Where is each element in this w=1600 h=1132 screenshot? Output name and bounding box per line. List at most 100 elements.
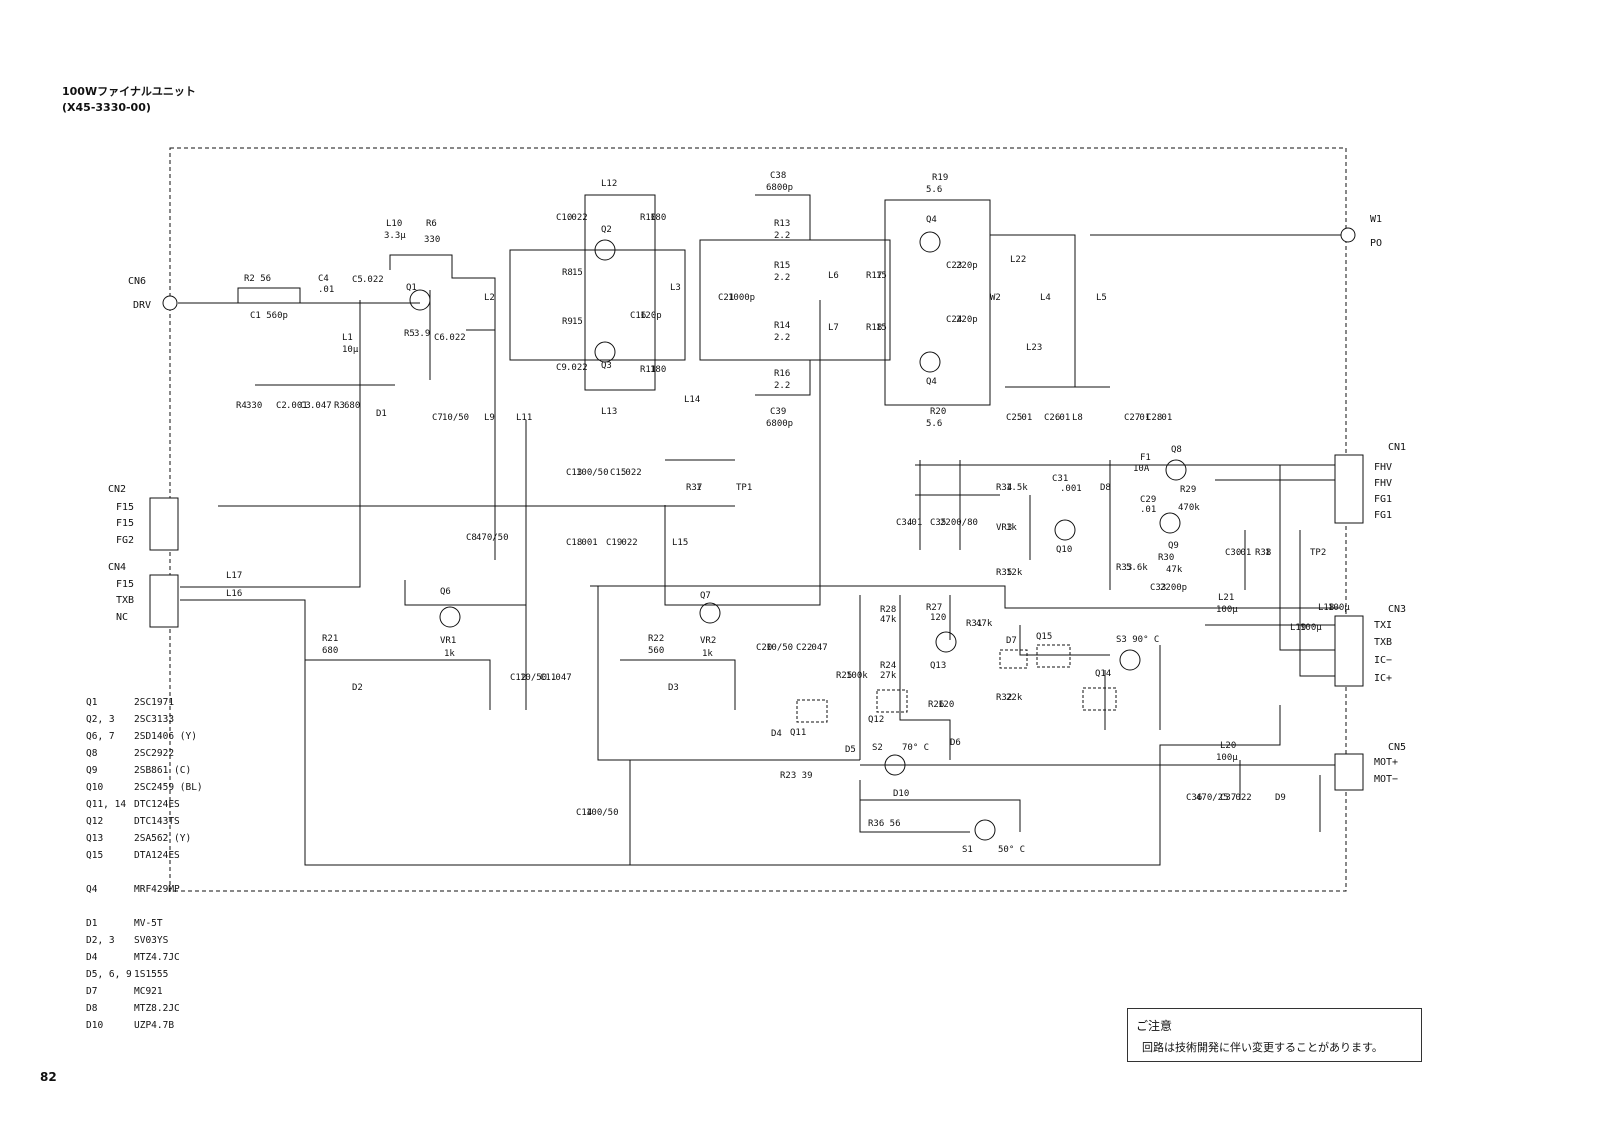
component-label: .047	[806, 643, 828, 653]
component-label: R14	[774, 321, 790, 331]
component-label: F1	[1140, 453, 1151, 463]
component-label: Q3	[601, 361, 612, 371]
component-label: 100k	[846, 671, 868, 681]
component-label: L5	[1096, 293, 1107, 303]
component-label: L3	[670, 283, 681, 293]
component-label: 2200p	[1160, 583, 1187, 593]
component-label: L4	[1040, 293, 1051, 303]
component-label: C15	[610, 468, 626, 478]
component-label: R29	[1180, 485, 1196, 495]
q10-symbol	[1054, 519, 1076, 541]
component-label: 120p	[640, 311, 662, 321]
component-label: C7	[432, 413, 443, 423]
component-label: 330	[424, 235, 440, 245]
cn5-label: CN5	[1388, 742, 1406, 753]
wiring	[169, 147, 1347, 892]
component-label: R19	[932, 173, 948, 183]
component-label: R11	[640, 365, 656, 375]
unit-outline	[169, 147, 1347, 892]
component-label: D7	[1006, 636, 1017, 646]
part-ref: Q4	[86, 884, 98, 895]
component-label: Q15	[1036, 632, 1052, 642]
q13-symbol	[935, 631, 957, 653]
part-ref: D7	[86, 986, 98, 997]
cn5-pin-2: MOT−	[1374, 774, 1398, 785]
part-number: DTC124ES	[134, 799, 180, 810]
parts-list-row	[86, 898, 203, 915]
component-label: C21	[718, 293, 734, 303]
part-ref: D8	[86, 1003, 98, 1014]
cn1-label: CN1	[1388, 442, 1406, 453]
component-label: R22	[648, 634, 664, 644]
cn1-pin-4: FG1	[1374, 510, 1392, 521]
component-label: Q12	[868, 715, 884, 725]
component-label: .01	[906, 518, 922, 528]
component-label: L15	[672, 538, 688, 548]
part-ref: Q1	[86, 697, 98, 708]
parts-list-row: D7 MC921	[86, 983, 203, 1000]
component-label: Q2	[601, 225, 612, 235]
component-label: R8	[562, 268, 573, 278]
component-label: 220p	[956, 261, 978, 271]
part-number: UZP4.7B	[134, 1020, 175, 1031]
component-label: .022	[444, 333, 466, 343]
q14-symbol	[1082, 687, 1117, 711]
component-label: C28	[1146, 413, 1162, 423]
component-label: D5	[845, 745, 856, 755]
component-label: S3 90° C	[1116, 635, 1159, 645]
cn1-pin-3: FG1	[1374, 494, 1392, 505]
part-number: 2SC3133	[134, 714, 175, 725]
component-label: C9	[556, 363, 567, 373]
component-label: S1	[962, 845, 973, 855]
part-number: 2SC2459 (BL)	[134, 782, 203, 793]
component-label: R32	[996, 693, 1012, 703]
s1-symbol	[974, 819, 996, 841]
component-label: C23	[946, 261, 962, 271]
component-label: C33	[1150, 583, 1166, 593]
component-label: R31	[966, 619, 982, 629]
connector-shapes	[149, 227, 1364, 791]
component-label: 6800p	[766, 183, 793, 193]
component-label: C13	[566, 468, 582, 478]
component-label: 120	[938, 700, 954, 710]
component-label: Q4	[926, 215, 937, 225]
component-label: 1000p	[728, 293, 755, 303]
component-label: Q7	[700, 591, 711, 601]
component-label: .001	[1060, 484, 1082, 494]
component-label: C8	[466, 533, 477, 543]
q4-top-symbol	[919, 231, 941, 253]
title-line-1: 100Wファイナルユニット	[62, 85, 196, 98]
component-label: 47k	[1166, 565, 1183, 575]
q6-symbol	[439, 606, 461, 628]
part-number: MC921	[134, 986, 163, 997]
component-label: VR1	[440, 636, 456, 646]
labels: CN6 DRV W1 PO CN1 FHV FHV FG1 FG1 CN2 F1…	[108, 214, 1406, 785]
component-label: TP1	[736, 483, 752, 493]
component-label: 180	[650, 365, 666, 375]
component-label: 100/50	[586, 808, 619, 818]
component-label: 3.3μ	[384, 231, 406, 241]
component-label: L8	[1072, 413, 1083, 423]
component-label: L18	[1318, 603, 1334, 613]
part-ref: Q13	[86, 833, 104, 844]
component-label: C18	[566, 538, 582, 548]
component-label: R35	[996, 568, 1012, 578]
q9-symbol	[1159, 512, 1181, 534]
component-label: 27k	[880, 671, 897, 681]
part-ref: D10	[86, 1020, 104, 1031]
part-ref: Q2, 3	[86, 714, 115, 725]
component-label: .01	[1156, 413, 1172, 423]
component-label: C10	[556, 213, 572, 223]
component-label: R10	[640, 213, 656, 223]
component-label: R30	[1158, 553, 1174, 563]
cn3-pin-1: TXI	[1374, 620, 1392, 631]
component-label: Q8	[1171, 445, 1182, 455]
component-label: L22	[1010, 255, 1026, 265]
component-label: D6	[950, 738, 961, 748]
component-label: Q4	[926, 377, 937, 387]
part-ref: Q11, 14	[86, 799, 127, 810]
component-label: .01	[1054, 413, 1070, 423]
cn6-pin: DRV	[133, 300, 151, 311]
part-ref: Q10	[86, 782, 104, 793]
